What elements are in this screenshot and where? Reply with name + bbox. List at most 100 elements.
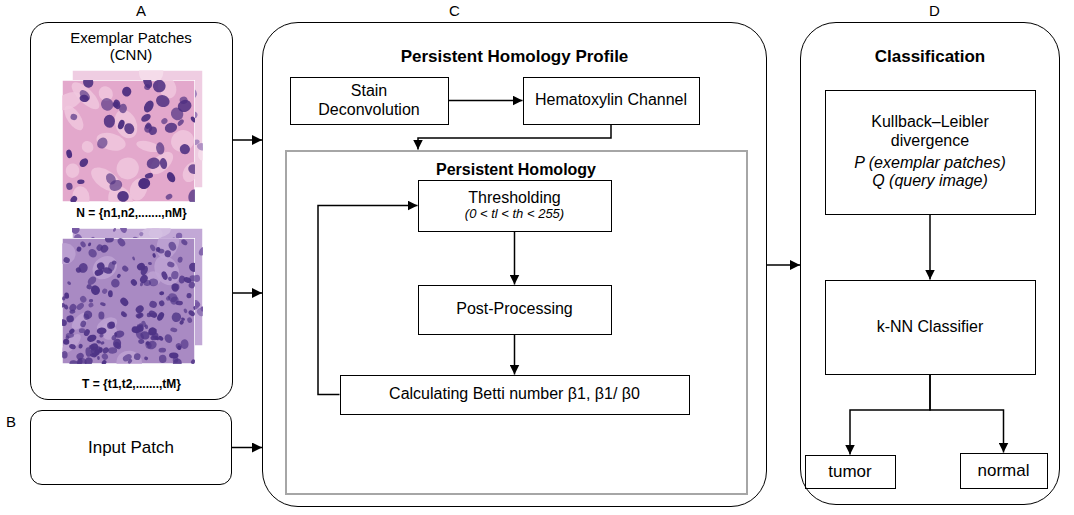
- nucleus: [66, 315, 75, 323]
- nucleus: [178, 275, 186, 284]
- nucleus: [87, 247, 99, 259]
- nucleus: [177, 256, 183, 263]
- nucleus: [77, 179, 85, 184]
- nucleus: [108, 347, 117, 354]
- nucleus: [88, 302, 95, 308]
- nucleus: [69, 195, 78, 202]
- nucleus: [97, 347, 103, 354]
- nucleus: [108, 290, 113, 297]
- arrow-connector: [418, 125, 611, 150]
- nucleus: [139, 282, 143, 287]
- box-text: Input Patch: [88, 438, 174, 458]
- nucleus: [76, 357, 88, 364]
- nucleus: [63, 338, 69, 345]
- nucleus: [159, 157, 168, 169]
- nucleus: [154, 93, 171, 109]
- nucleus: [83, 328, 91, 337]
- process-box: Stain Deconvolution: [290, 77, 449, 125]
- nucleus: [120, 311, 128, 318]
- nucleus: [112, 99, 121, 110]
- nucleus: [138, 231, 144, 237]
- nucleus: [65, 149, 72, 159]
- box-text: Calculating Betti number β1, β1/ β0: [389, 385, 640, 403]
- box-text: tumor: [828, 462, 871, 482]
- nucleus: [101, 352, 110, 361]
- nucleus: [85, 347, 92, 357]
- cytoplasm: [64, 162, 80, 179]
- nucleus: [187, 188, 195, 202]
- nucleus: [105, 238, 114, 243]
- nucleus: [142, 99, 156, 114]
- panel: CPersistent Homology ProfileStain Deconv…: [262, 22, 767, 507]
- nucleus: [116, 189, 130, 202]
- nucleus: [159, 291, 164, 295]
- nucleus: [172, 357, 178, 363]
- nucleus: [100, 302, 107, 307]
- nucleus: [180, 339, 188, 349]
- nucleus: [83, 309, 94, 320]
- nucleus: [171, 357, 184, 364]
- nucleus: [101, 288, 108, 295]
- panel: AExemplar Patches (CNN)N = {n1,n2,......…: [30, 22, 233, 400]
- nucleus: [190, 116, 195, 124]
- tissue-image: [62, 238, 195, 364]
- nucleus: [121, 86, 133, 98]
- nucleus: [127, 358, 133, 364]
- nucleus: [139, 330, 151, 341]
- nucleus: [170, 327, 178, 333]
- nucleus: [68, 303, 78, 313]
- nucleus: [79, 320, 86, 328]
- nucleus: [172, 283, 179, 291]
- nucleus: [179, 143, 191, 155]
- nucleus: [77, 262, 89, 274]
- process-box: Post-Processing: [418, 285, 612, 335]
- arrow-connector: [767, 264, 800, 266]
- nucleus: [190, 359, 195, 364]
- box-text: Stain Deconvolution: [299, 82, 440, 119]
- nucleus: [101, 359, 108, 364]
- nucleus: [170, 270, 179, 280]
- nucleus: [87, 242, 91, 247]
- nucleus: [181, 317, 186, 321]
- nucleus: [189, 275, 195, 282]
- nucleus: [79, 94, 89, 102]
- nucleus: [97, 356, 100, 360]
- nucleus: [148, 309, 159, 319]
- process-box: k-NN Classifier: [825, 280, 1036, 375]
- nucleus: [150, 313, 157, 318]
- nucleus: [89, 299, 94, 303]
- nucleus: [149, 244, 157, 252]
- nucleus: [95, 243, 104, 252]
- nucleus: [67, 281, 72, 286]
- nucleus: [95, 136, 110, 151]
- arrow-connector: [233, 139, 262, 141]
- nucleus: [119, 296, 130, 307]
- box-text: Post-Processing: [456, 300, 573, 318]
- nucleus: [112, 228, 116, 232]
- nucleus: [141, 80, 154, 90]
- nucleus: [64, 292, 69, 299]
- nucleus: [138, 325, 144, 332]
- nucleus: [158, 300, 165, 307]
- box-text: (0 < tl < th < 255): [465, 207, 564, 222]
- box-text: Q (query image): [872, 172, 988, 190]
- nucleus: [135, 312, 143, 319]
- nucleus: [144, 122, 152, 130]
- nucleus: [144, 172, 153, 179]
- nucleus: [152, 332, 159, 339]
- panel-heading: Persistent Homology Profile: [263, 47, 766, 67]
- nucleus: [170, 311, 183, 324]
- nucleus: [188, 309, 195, 317]
- process-box: Kullback–Leibler divergenceP (exemplar p…: [825, 90, 1036, 215]
- nucleus: [76, 358, 83, 364]
- panel-heading: Classification: [801, 47, 1059, 67]
- cytoplasm: [79, 139, 95, 156]
- nucleus: [188, 281, 195, 290]
- nucleus: [146, 339, 158, 351]
- nucleus: [121, 264, 130, 272]
- nucleus: [72, 228, 80, 235]
- nucleus: [136, 261, 147, 271]
- nucleus: [82, 80, 95, 89]
- box-text: k-NN Classifier: [877, 318, 984, 336]
- nucleus: [111, 334, 118, 341]
